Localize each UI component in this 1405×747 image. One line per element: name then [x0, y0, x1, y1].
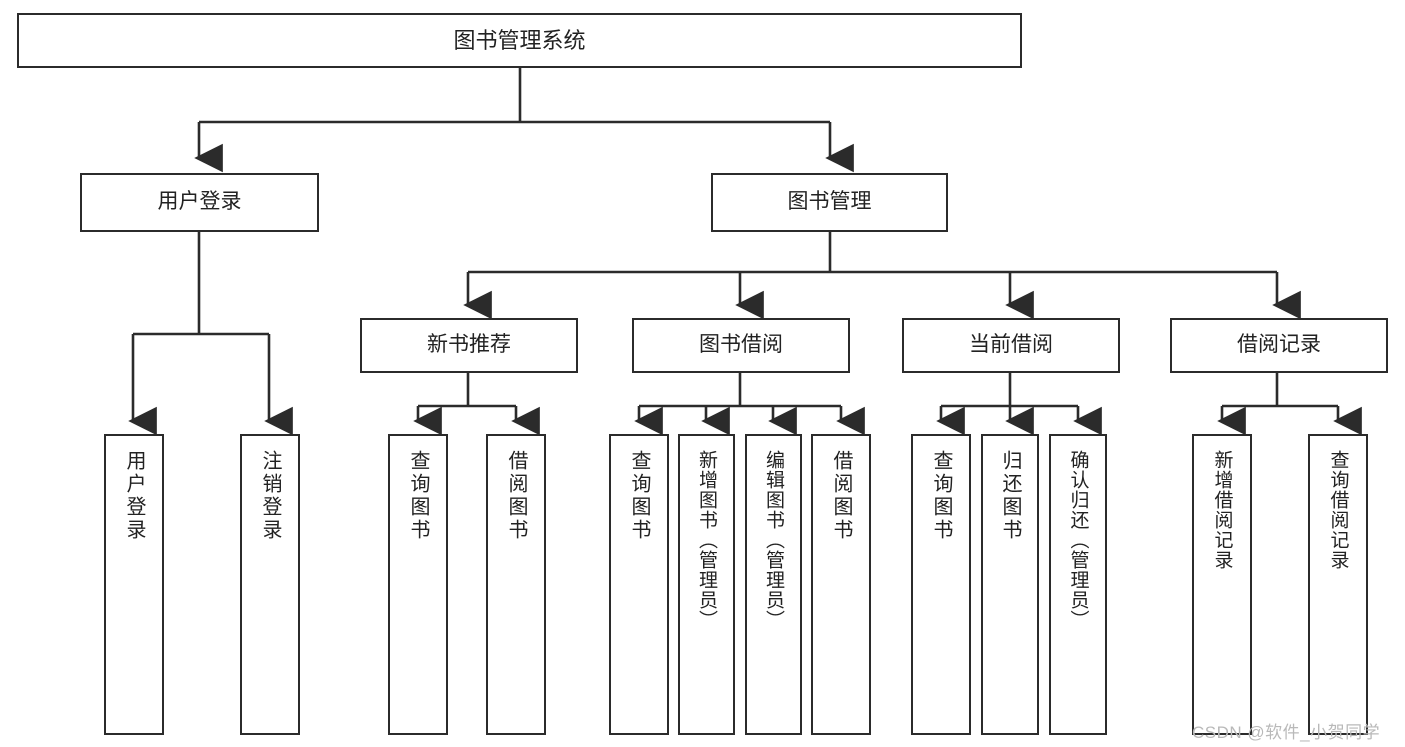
node-book-management[interactable]: 图书管理 — [711, 173, 948, 232]
leaf-logout[interactable]: 注销登录 — [240, 434, 300, 735]
node-book-borrowing[interactable]: 图书借阅 — [632, 318, 850, 373]
node-label: 借阅图书 — [830, 450, 852, 542]
node-label: 图书管理 — [787, 190, 872, 214]
leaf-return-books[interactable]: 归还图书 — [981, 434, 1039, 735]
leaf-borrow-books-recommend[interactable]: 借阅图书 — [486, 434, 546, 735]
node-label: 确认归还（管理员） — [1067, 450, 1089, 630]
node-label: 借阅记录 — [1237, 333, 1321, 357]
csdn-watermark: CSDN @软件_小贺同学 — [1192, 723, 1381, 742]
leaf-query-books-recommend[interactable]: 查询图书 — [388, 434, 448, 735]
node-label: 归还图书 — [999, 450, 1021, 542]
node-user-login[interactable]: 用户登录 — [80, 173, 319, 232]
node-label: 新增图书（管理员） — [696, 450, 717, 630]
node-label: 用户登录 — [123, 450, 145, 542]
leaf-edit-book-admin[interactable]: 编辑图书（管理员） — [745, 434, 802, 735]
node-label: 查询图书 — [407, 450, 429, 542]
leaf-add-borrow-record[interactable]: 新增借阅记录 — [1192, 434, 1252, 735]
node-label: 图书管理系统 — [453, 27, 586, 53]
node-book-management-system[interactable]: 图书管理系统 — [17, 13, 1022, 68]
node-label: 查询图书 — [628, 450, 650, 542]
node-current-borrowing[interactable]: 当前借阅 — [902, 318, 1120, 373]
node-new-book-recommendation[interactable]: 新书推荐 — [360, 318, 578, 373]
node-label: 查询图书 — [930, 450, 952, 542]
node-label: 图书借阅 — [699, 333, 783, 357]
leaf-query-books-current[interactable]: 查询图书 — [911, 434, 971, 735]
leaf-borrow-books[interactable]: 借阅图书 — [811, 434, 871, 735]
node-label: 编辑图书（管理员） — [763, 450, 784, 630]
node-label: 用户登录 — [157, 190, 242, 214]
node-label: 查询借阅记录 — [1327, 450, 1349, 570]
node-label: 注销登录 — [259, 450, 281, 542]
leaf-confirm-return-admin[interactable]: 确认归还（管理员） — [1049, 434, 1107, 735]
leaf-user-login[interactable]: 用户登录 — [104, 434, 164, 735]
node-label: 借阅图书 — [505, 450, 527, 542]
node-label: 新书推荐 — [427, 333, 511, 357]
leaf-query-borrow-record[interactable]: 查询借阅记录 — [1308, 434, 1368, 735]
node-label: 当前借阅 — [969, 333, 1053, 357]
node-label: 新增借阅记录 — [1211, 450, 1233, 570]
leaf-query-books-borrow[interactable]: 查询图书 — [609, 434, 669, 735]
leaf-add-book-admin[interactable]: 新增图书（管理员） — [678, 434, 735, 735]
node-borrowing-record[interactable]: 借阅记录 — [1170, 318, 1388, 373]
